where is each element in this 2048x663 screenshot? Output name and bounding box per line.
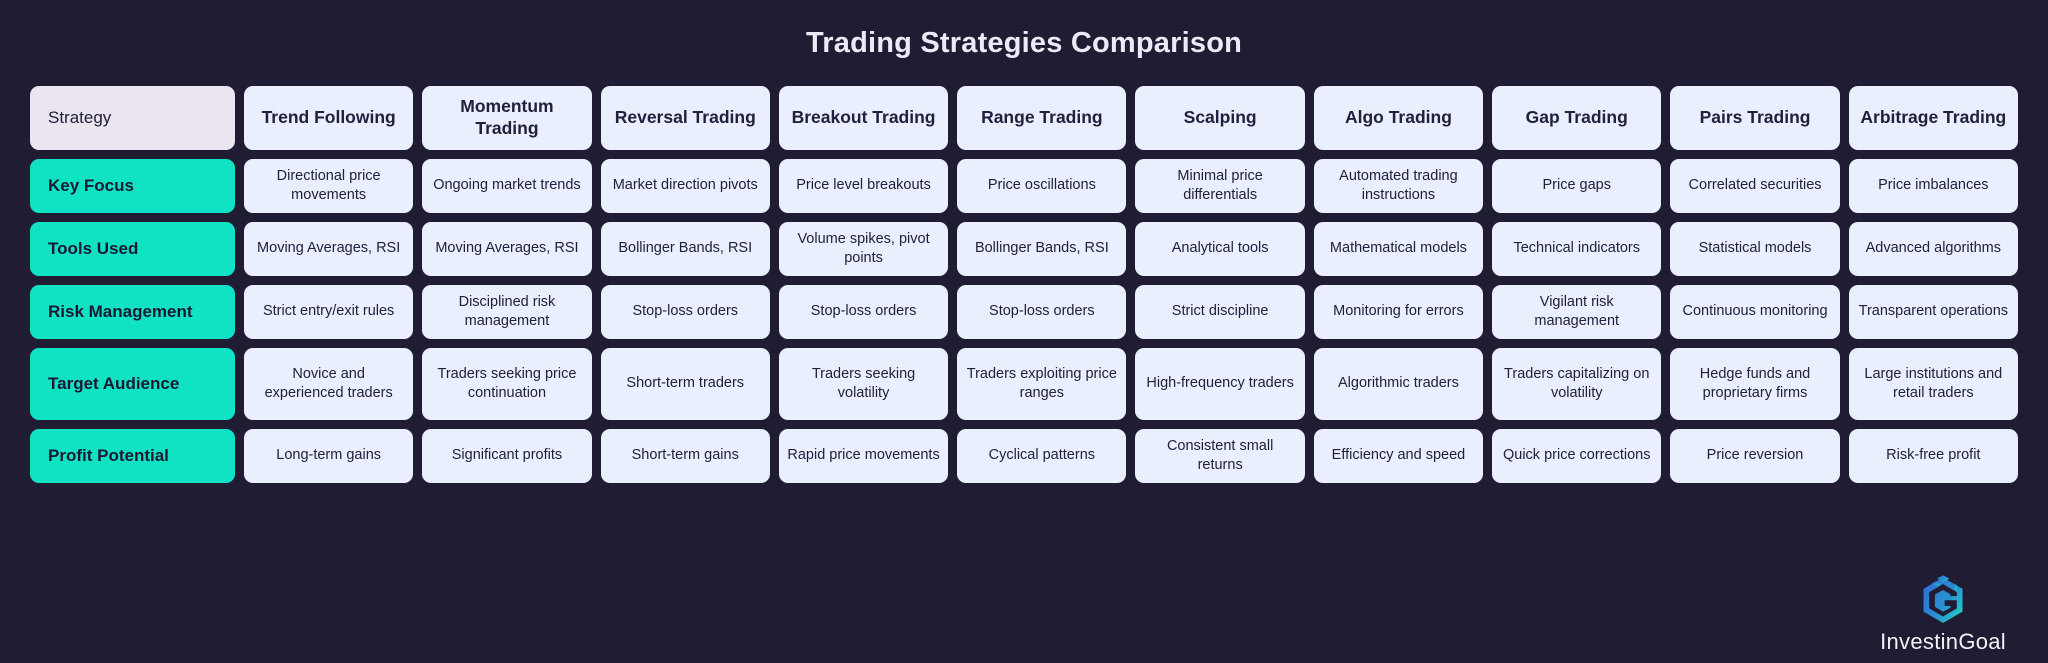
table-cell: Traders seeking volatility (778, 348, 949, 420)
table-cell: Transparent operations (1848, 285, 2018, 339)
table-cell: Traders capitalizing on volatility (1492, 348, 1662, 420)
row-label: Risk Management (30, 285, 235, 339)
table-cell: Strict discipline (1135, 285, 1305, 339)
hexagon-ig-monogram-icon (1923, 575, 1963, 623)
table-cell: Cyclical patterns (957, 429, 1127, 483)
table-cell: Price gaps (1492, 159, 1662, 213)
table-cell: Quick price corrections (1492, 429, 1662, 483)
column-header: Breakout Trading (778, 86, 949, 150)
table-cell: Price reversion (1670, 429, 1840, 483)
table-cell: Market direction pivots (600, 159, 770, 213)
table-cell: Long-term gains (244, 429, 414, 483)
table-cell: Technical indicators (1492, 222, 1662, 276)
page-title: Trading Strategies Comparison (805, 26, 1243, 59)
table-cell: Price oscillations (957, 159, 1127, 213)
table-cell: Rapid price movements (778, 429, 949, 483)
table-cell: Moving Averages, RSI (422, 222, 592, 276)
row-label: Tools Used (30, 222, 235, 276)
table-cell: Bollinger Bands, RSI (600, 222, 770, 276)
column-header: Arbitrage Trading (1848, 86, 2018, 150)
table-cell: Risk-free profit (1848, 429, 2018, 483)
row-label: Target Audience (30, 348, 235, 420)
table-cell: Algorithmic traders (1313, 348, 1484, 420)
table-cell: Significant profits (422, 429, 592, 483)
brand-logo: InvestinGoal (1880, 575, 2006, 655)
column-header: Range Trading (957, 86, 1127, 150)
table-cell: Automated trading instructions (1313, 159, 1484, 213)
table-cell: Traders exploiting price ranges (957, 348, 1127, 420)
table-cell: Short-term gains (600, 429, 770, 483)
table-cell: Short-term traders (600, 348, 770, 420)
table-cell: Directional price movements (244, 159, 414, 213)
column-header: Pairs Trading (1670, 86, 1840, 150)
table-cell: Bollinger Bands, RSI (957, 222, 1127, 276)
table-cell: Stop-loss orders (600, 285, 770, 339)
table-cell: Price imbalances (1848, 159, 2018, 213)
row-label: Profit Potential (30, 429, 235, 483)
column-header: Scalping (1135, 86, 1305, 150)
table-cell: Volume spikes, pivot points (778, 222, 949, 276)
column-header: Algo Trading (1313, 86, 1484, 150)
table-cell: Large institutions and retail traders (1848, 348, 2018, 420)
table-cell: Vigilant risk management (1492, 285, 1662, 339)
table-cell: High-frequency traders (1135, 348, 1305, 420)
table-cell: Disciplined risk management (422, 285, 592, 339)
table-cell: Monitoring for errors (1313, 285, 1484, 339)
table-cell: Hedge funds and proprietary firms (1670, 348, 1840, 420)
table-cell: Moving Averages, RSI (244, 222, 414, 276)
table-cell: Analytical tools (1135, 222, 1305, 276)
table-cell: Stop-loss orders (778, 285, 949, 339)
table-cell: Mathematical models (1313, 222, 1484, 276)
table-cell: Price level breakouts (778, 159, 949, 213)
column-header: Reversal Trading (600, 86, 770, 150)
table-corner-label: Strategy (30, 86, 235, 150)
table-cell: Traders seeking price continuation (422, 348, 592, 420)
table-cell: Correlated securities (1670, 159, 1840, 213)
row-label: Key Focus (30, 159, 235, 213)
table-cell: Statistical models (1670, 222, 1840, 276)
table-cell: Novice and experienced traders (244, 348, 414, 420)
table-cell: Stop-loss orders (957, 285, 1127, 339)
table-cell: Efficiency and speed (1313, 429, 1484, 483)
table-cell: Continuous monitoring (1670, 285, 1840, 339)
column-header: Momentum Trading (422, 86, 592, 150)
title-bar: Trading Strategies Comparison (30, 0, 2018, 86)
column-header: Trend Following (244, 86, 414, 150)
table-cell: Ongoing market trends (422, 159, 592, 213)
table-cell: Minimal price differentials (1135, 159, 1305, 213)
table-cell: Strict entry/exit rules (244, 285, 414, 339)
brand-name: InvestinGoal (1880, 629, 2006, 654)
table-cell: Advanced algorithms (1848, 222, 2018, 276)
column-header: Gap Trading (1492, 86, 1662, 150)
table-cell: Consistent small returns (1135, 429, 1305, 483)
